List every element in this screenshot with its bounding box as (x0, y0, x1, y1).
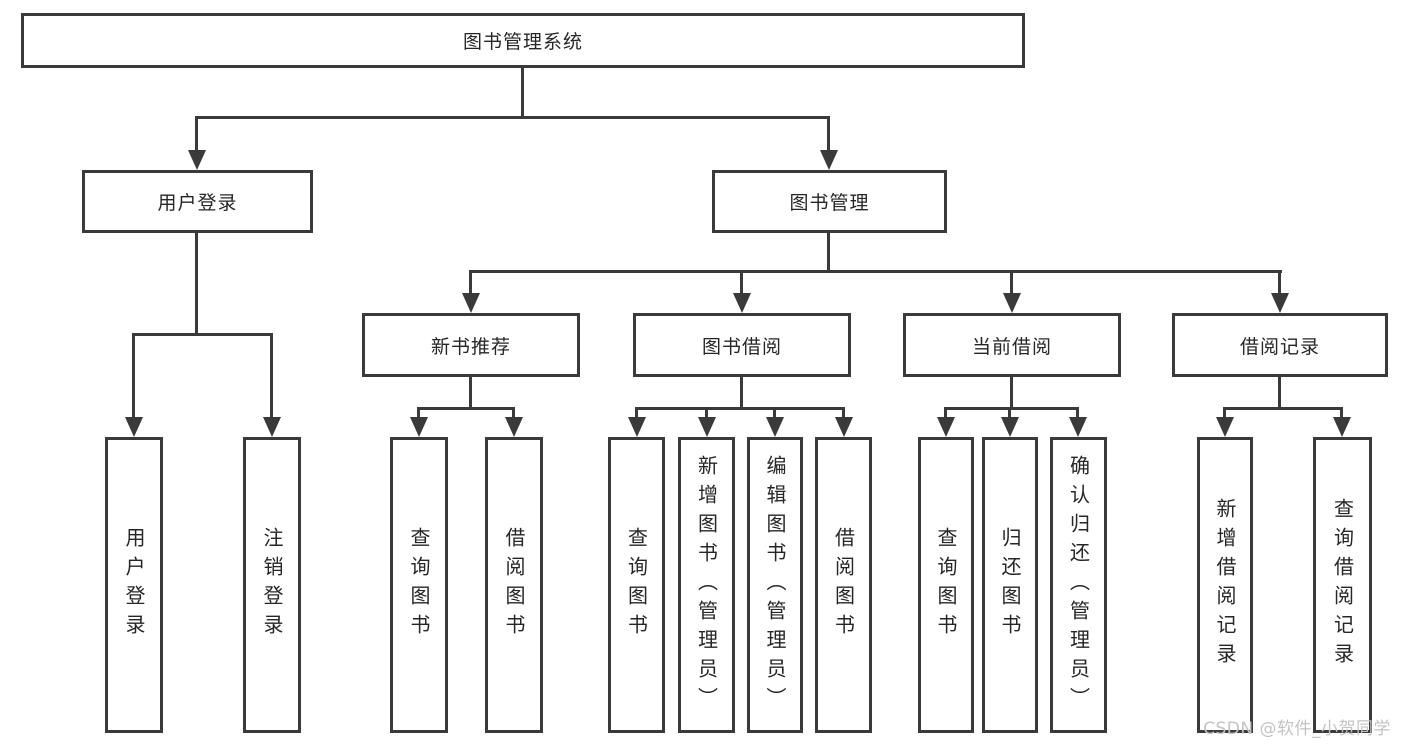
leaf-query-book-3: 查询图书 (918, 437, 974, 733)
leaf-borrow-book-1: 借阅图书 (485, 437, 543, 733)
leaf-query-book-2: 查询图书 (608, 437, 665, 733)
arrowhead-down-icon (820, 150, 838, 170)
node-borrow-records: 借阅记录 (1172, 313, 1388, 377)
arrowhead-down-icon (1333, 417, 1351, 437)
leaf-logout: 注销登录 (243, 437, 301, 733)
connector-user-login-bar (132, 333, 273, 336)
arrowhead-down-icon (1069, 417, 1087, 437)
connector-drop-book-mgmt (827, 116, 830, 152)
arrowhead-down-icon (125, 417, 143, 437)
leaf-query-book-1: 查询图书 (390, 437, 448, 733)
node-current-borrow: 当前借阅 (903, 313, 1121, 377)
connector-book-mgmt-bar (469, 270, 1282, 273)
arrowhead-down-icon (1003, 293, 1021, 313)
connector-root-stem (521, 66, 524, 118)
connector-new-book-bar (417, 407, 515, 410)
node-root: 图书管理系统 (21, 13, 1025, 68)
connector-drop-leaf (842, 407, 845, 419)
arrowhead-down-icon (1216, 417, 1234, 437)
arrowhead-down-icon (462, 293, 480, 313)
connector-book-borrow-bar (635, 407, 845, 410)
arrowhead-down-icon (698, 417, 716, 437)
connector-root-bar (195, 116, 830, 119)
arrowhead-down-icon (835, 417, 853, 437)
connector-drop-leaf (944, 407, 947, 419)
arrowhead-down-icon (766, 417, 784, 437)
connector-drop-l3 (1278, 270, 1281, 295)
leaf-borrow-book-2: 借阅图书 (815, 437, 872, 733)
node-book-borrow: 图书借阅 (633, 313, 851, 377)
arrowhead-down-icon (937, 417, 955, 437)
arrowhead-down-icon (733, 293, 751, 313)
arrowhead-down-icon (410, 417, 428, 437)
arrowhead-down-icon (505, 417, 523, 437)
connector-drop-leaf (1223, 407, 1226, 419)
leaf-edit-book-admin: 编辑图书（管理员） (747, 437, 803, 733)
leaf-query-borrow-record: 查询借阅记录 (1313, 437, 1372, 733)
node-new-book-recommend: 新书推荐 (362, 313, 580, 377)
connector-book-borrow-stem (740, 375, 743, 410)
node-book-management: 图书管理 (712, 170, 947, 233)
leaf-return-book: 归还图书 (982, 437, 1038, 733)
connector-drop-l3 (469, 270, 472, 295)
connector-user-login-stem (195, 230, 198, 336)
connector-borrow-record-stem (1278, 375, 1281, 410)
connector-current-borrow-bar (944, 407, 1079, 410)
leaf-user-login: 用户登录 (105, 437, 163, 733)
connector-book-mgmt-stem (827, 230, 830, 273)
connector-drop-l3 (740, 270, 743, 295)
connector-new-book-stem (469, 375, 472, 410)
arrowhead-down-icon (188, 150, 206, 170)
leaf-add-book-admin: 新增图书（管理员） (678, 437, 735, 733)
connector-current-borrow-stem (1010, 375, 1013, 410)
connector-drop-user-login (195, 116, 198, 152)
arrowhead-down-icon (628, 417, 646, 437)
connector-drop-leaf (132, 333, 135, 419)
node-user-login: 用户登录 (82, 170, 313, 233)
leaf-add-borrow-record: 新增借阅记录 (1197, 437, 1253, 733)
connector-drop-leaf (512, 407, 515, 419)
arrowhead-down-icon (263, 417, 281, 437)
connector-drop-leaf (1076, 407, 1079, 419)
connector-drop-leaf (773, 407, 776, 419)
connector-drop-leaf (1340, 407, 1343, 419)
arrowhead-down-icon (1001, 417, 1019, 437)
connector-drop-leaf (417, 407, 420, 419)
connector-borrow-record-bar (1223, 407, 1343, 410)
arrowhead-down-icon (1271, 293, 1289, 313)
leaf-confirm-return-admin: 确认归还（管理员） (1050, 437, 1107, 733)
watermark: CSDN @软件_小贺同学 (1203, 719, 1391, 739)
connector-drop-leaf (1008, 407, 1011, 419)
connector-drop-l3 (1010, 270, 1013, 295)
connector-drop-leaf (705, 407, 708, 419)
connector-drop-leaf (270, 333, 273, 419)
connector-drop-leaf (635, 407, 638, 419)
